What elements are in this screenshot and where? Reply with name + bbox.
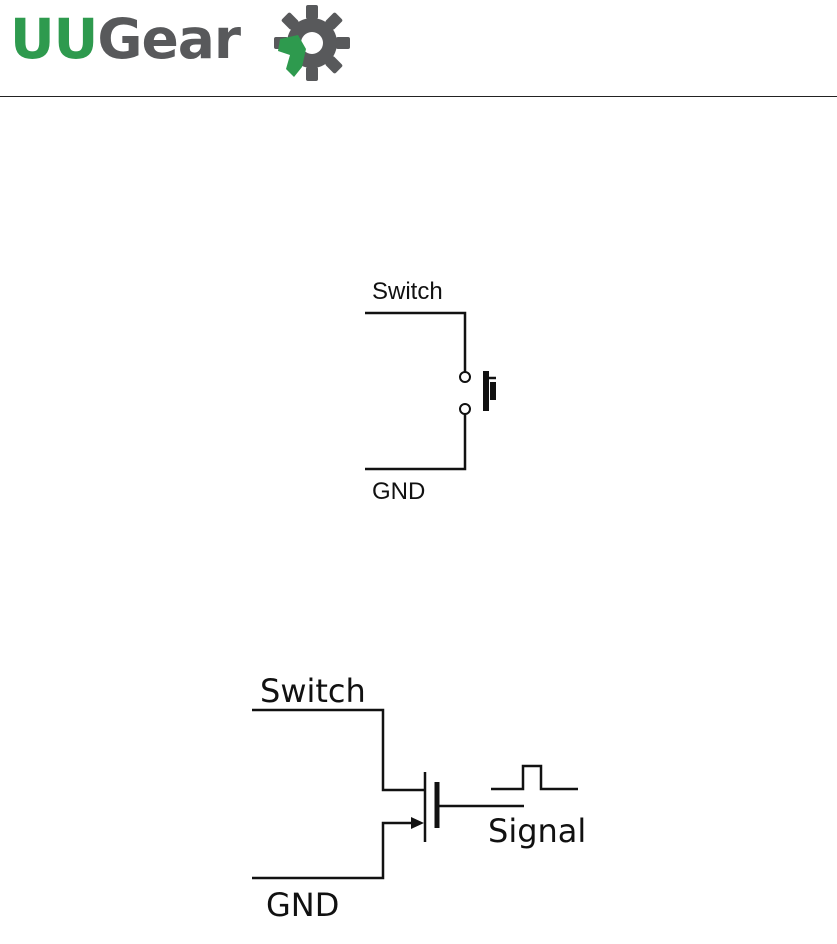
pushbutton-schematic: Switch GND	[0, 270, 837, 510]
gear-logo-icon	[272, 3, 352, 83]
logo-gear-text: Gear	[97, 7, 240, 71]
button-actuator	[483, 371, 489, 411]
mosfet-wires	[252, 710, 578, 878]
switch-label: Switch	[372, 278, 443, 305]
contact-bottom	[460, 404, 470, 414]
logo-wordmark: UUGear	[10, 4, 240, 74]
signal-label: Signal	[488, 812, 586, 850]
contact-top	[460, 372, 470, 382]
mosfet-source-arrow	[411, 817, 424, 829]
mosfet-diagram: Switch GND Signal	[0, 660, 837, 930]
switch-label: Switch	[260, 672, 366, 710]
header-divider	[0, 96, 837, 97]
pushbutton-diagram: Switch GND	[0, 270, 837, 510]
button-cap	[490, 382, 496, 400]
mosfet-schematic: Switch GND Signal	[0, 660, 837, 930]
pushbutton-wires	[365, 313, 465, 469]
header: UUGear	[0, 0, 837, 96]
gnd-label: GND	[266, 886, 339, 924]
gnd-label: GND	[372, 478, 425, 505]
logo-uu: UU	[10, 7, 97, 71]
